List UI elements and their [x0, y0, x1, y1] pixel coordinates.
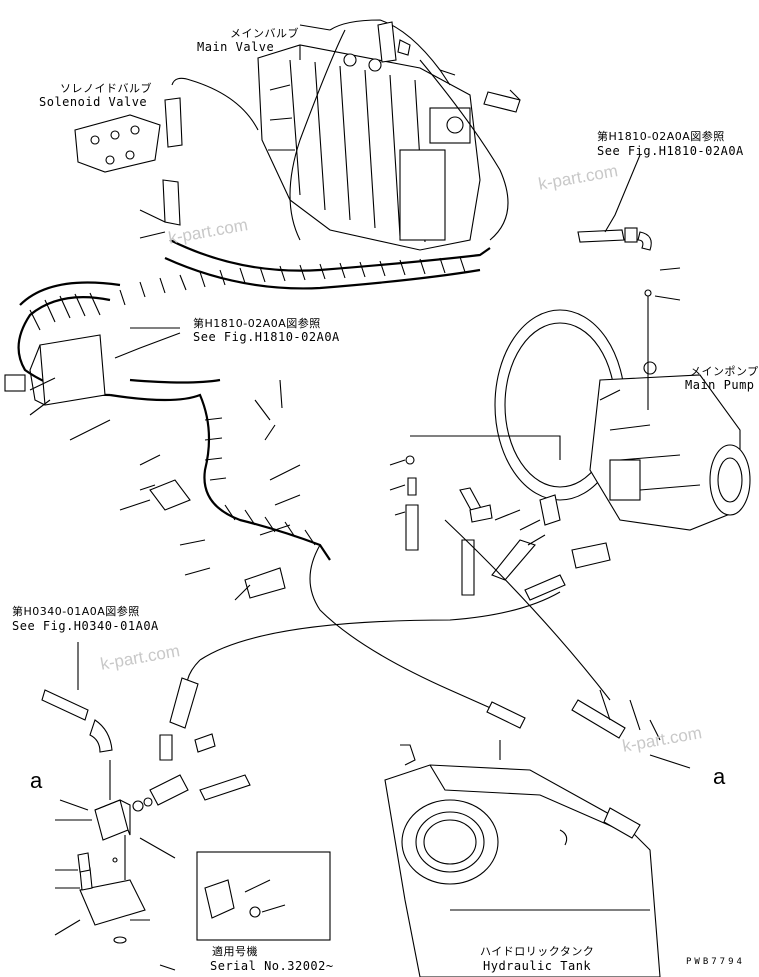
solenoid-valve-drawing [74, 114, 161, 173]
valve-block-assembly [41, 689, 251, 944]
solenoid-valve-label-en: Solenoid Valve [39, 95, 148, 109]
serial-label-en: Serial No.32002~ [210, 959, 334, 973]
main-pump-label-jp: メインポンプ [690, 365, 759, 378]
main-valve-drawing [257, 44, 481, 251]
drawing-code: PWB7794 [686, 957, 745, 967]
ref1-label-jp: 第H1810-02A0A図参照 [597, 130, 725, 143]
ref3-label-jp: 第H0340-01A0A図参照 [12, 605, 140, 618]
marker-a-left: a [30, 768, 43, 793]
main-pump-label-en: Main Pump [685, 378, 755, 392]
serial-box [196, 851, 331, 941]
ref1-label-en: See Fig.H1810-02A0A [597, 144, 744, 158]
solenoid-valve-label-jp: ソレノイドバルブ [60, 82, 152, 95]
main-pump-drawing [494, 309, 751, 531]
hydraulic-tank-drawing [384, 744, 661, 977]
hydraulic-tank-label-en: Hydraulic Tank [483, 959, 592, 973]
hydraulic-tank-label-jp: ハイドロリックタンク [480, 945, 595, 958]
main-valve-label-en: Main Valve [197, 40, 275, 54]
serial-label-jp: 適用号機 [212, 945, 258, 958]
ref2-label-en: See Fig.H1810-02A0A [193, 330, 340, 344]
ref3-label-en: See Fig.H0340-01A0A [12, 619, 159, 633]
main-valve-label-jp: メインバルブ [230, 27, 299, 40]
ref2-label-jp: 第H1810-02A0A図参照 [193, 317, 321, 330]
marker-a-right: a [713, 764, 726, 789]
